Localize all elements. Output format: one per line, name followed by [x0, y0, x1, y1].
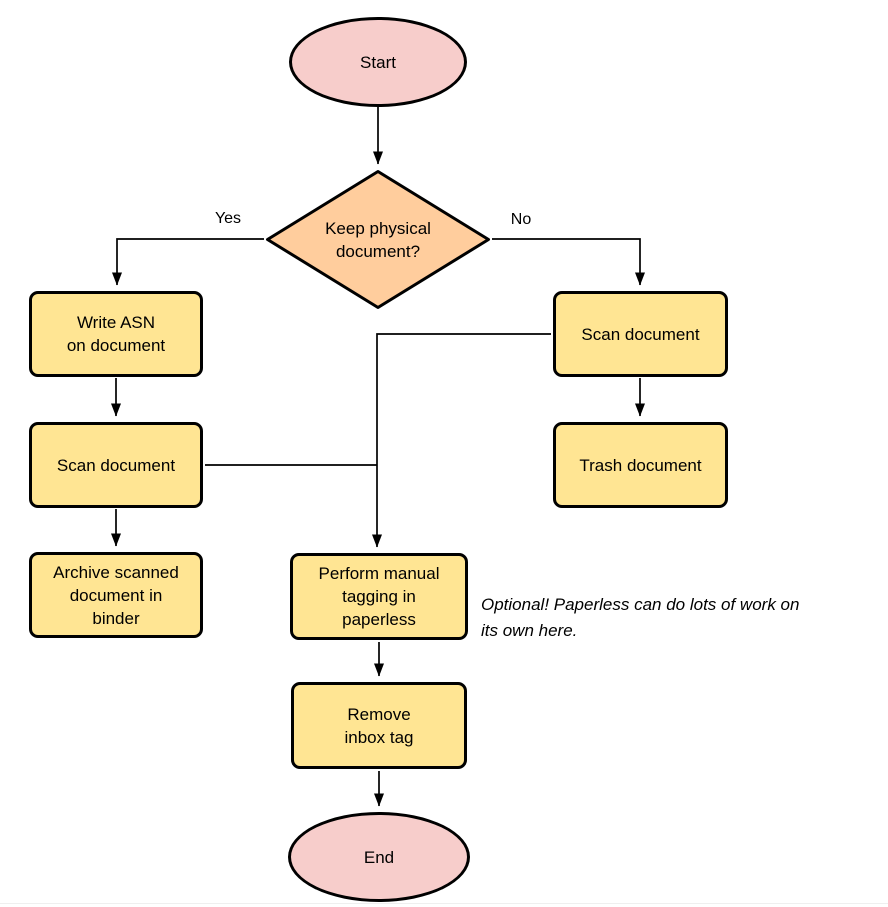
- edge-decision-no-to-scan-right: [492, 238, 645, 286]
- node-trash-document: Trash document: [553, 422, 728, 508]
- decision-label: Keep physical document?: [325, 218, 431, 261]
- node-remove-inbox-tag: Remove inbox tag: [291, 682, 467, 769]
- diamond-shape: [266, 170, 490, 309]
- node-decision-keep-physical: Keep physical document?: [265, 169, 491, 310]
- edge-decision-yes-to-write-asn: [112, 238, 264, 286]
- bottom-divider: [0, 903, 888, 904]
- node-perform-manual-tagging: Perform manual tagging in paperless: [290, 553, 468, 640]
- node-scan-document-right: Scan document: [553, 291, 728, 377]
- node-archive-scanned: Archive scanned document in binder: [29, 552, 203, 638]
- node-scan-document-left: Scan document: [29, 422, 203, 508]
- node-write-asn: Write ASN on document: [29, 291, 203, 377]
- optional-note: Optional! Paperless can do lots of work …: [481, 595, 800, 640]
- edge-scan-right-to-tagging: [372, 333, 551, 548]
- node-start: Start: [289, 17, 467, 107]
- edge-label-yes: Yes: [200, 210, 256, 228]
- edge-label-no: No: [493, 211, 549, 229]
- node-end: End: [288, 812, 470, 902]
